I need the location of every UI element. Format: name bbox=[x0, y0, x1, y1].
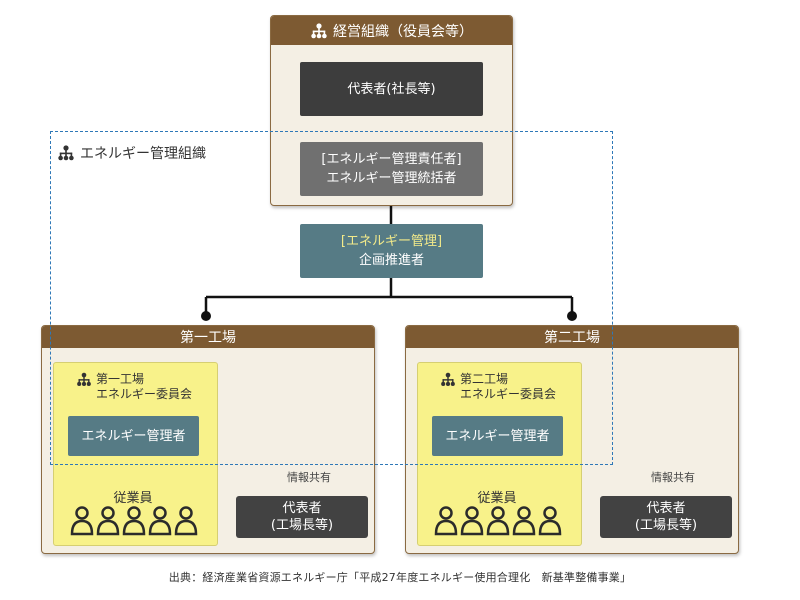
factory-rep-box-1: 代表者 (工場長等) bbox=[236, 496, 368, 538]
org-chart-icon bbox=[311, 22, 327, 38]
factory-header-2: 第二工場 bbox=[406, 326, 738, 348]
factory-rep-role-2: (工場長等) bbox=[634, 518, 698, 533]
factory-rep-role-1: (工場長等) bbox=[270, 518, 334, 533]
employees-label-1: 従業員 bbox=[113, 491, 153, 506]
org-chart-icon bbox=[77, 372, 91, 386]
person-group-icon bbox=[70, 506, 198, 536]
promoter-box: [エネルギー管理] 企画推進者 bbox=[300, 224, 483, 278]
supervisor-title: [エネルギー管理責任者] bbox=[321, 152, 462, 167]
energy-management-org-region bbox=[50, 131, 613, 465]
management-title: 経営組織（役員会等） bbox=[333, 23, 473, 40]
committee-title-2: 第二工場 エネルギー委員会 bbox=[440, 372, 556, 402]
employees-label-2: 従業員 bbox=[477, 491, 517, 506]
energy-manager-label-2: エネルギー管理者 bbox=[445, 428, 550, 444]
supervisor-box: [エネルギー管理責任者] エネルギー管理統括者 bbox=[300, 142, 483, 196]
committee-name-1: エネルギー委員会 bbox=[96, 387, 193, 401]
representative-box: 代表者(社長等) bbox=[300, 62, 483, 116]
representative-label: 代表者(社長等) bbox=[347, 81, 436, 97]
info-share-label-1: 情報共有 bbox=[287, 471, 331, 484]
info-share-label-2: 情報共有 bbox=[651, 471, 695, 484]
person-icon bbox=[434, 506, 562, 536]
person-icon bbox=[70, 506, 198, 536]
factory-title-1: 第一工場 bbox=[180, 330, 236, 346]
energy-manager-label-1: エネルギー管理者 bbox=[81, 428, 186, 444]
factory-rep-title-2: 代表者 bbox=[646, 501, 686, 516]
source-citation: 出典：経済産業省資源エネルギー庁「平成27年度エネルギー使用合理化 新基準整備事… bbox=[168, 571, 632, 584]
committee-factory-2: 第二工場 bbox=[460, 372, 509, 386]
committee-title-1: 第一工場 エネルギー委員会 bbox=[76, 372, 192, 402]
factory-header-1: 第一工場 bbox=[42, 326, 374, 348]
factory-rep-title-1: 代表者 bbox=[282, 501, 322, 516]
energy-org-title: エネルギー管理組織 bbox=[80, 146, 206, 162]
committee-name-2: エネルギー委員会 bbox=[460, 387, 557, 401]
org-chart-icon bbox=[441, 372, 455, 386]
promoter-role: 企画推進者 bbox=[358, 253, 424, 268]
factory-title-2: 第二工場 bbox=[544, 330, 600, 346]
person-group-icon bbox=[434, 506, 562, 536]
factory-rep-box-2: 代表者 (工場長等) bbox=[600, 496, 732, 538]
org-chart-icon bbox=[58, 145, 74, 161]
employee-icons-2 bbox=[434, 505, 564, 537]
committee-factory-1: 第一工場 bbox=[96, 372, 145, 386]
employee-icons-1 bbox=[70, 505, 200, 537]
energy-manager-box-2: エネルギー管理者 bbox=[432, 416, 563, 456]
promoter-title: [エネルギー管理] bbox=[340, 234, 443, 249]
energy-org-label: エネルギー管理組織 bbox=[57, 143, 206, 163]
supervisor-role: エネルギー管理統括者 bbox=[326, 171, 457, 186]
energy-manager-box-1: エネルギー管理者 bbox=[68, 416, 199, 456]
management-header: 経営組織（役員会等） bbox=[271, 16, 512, 45]
